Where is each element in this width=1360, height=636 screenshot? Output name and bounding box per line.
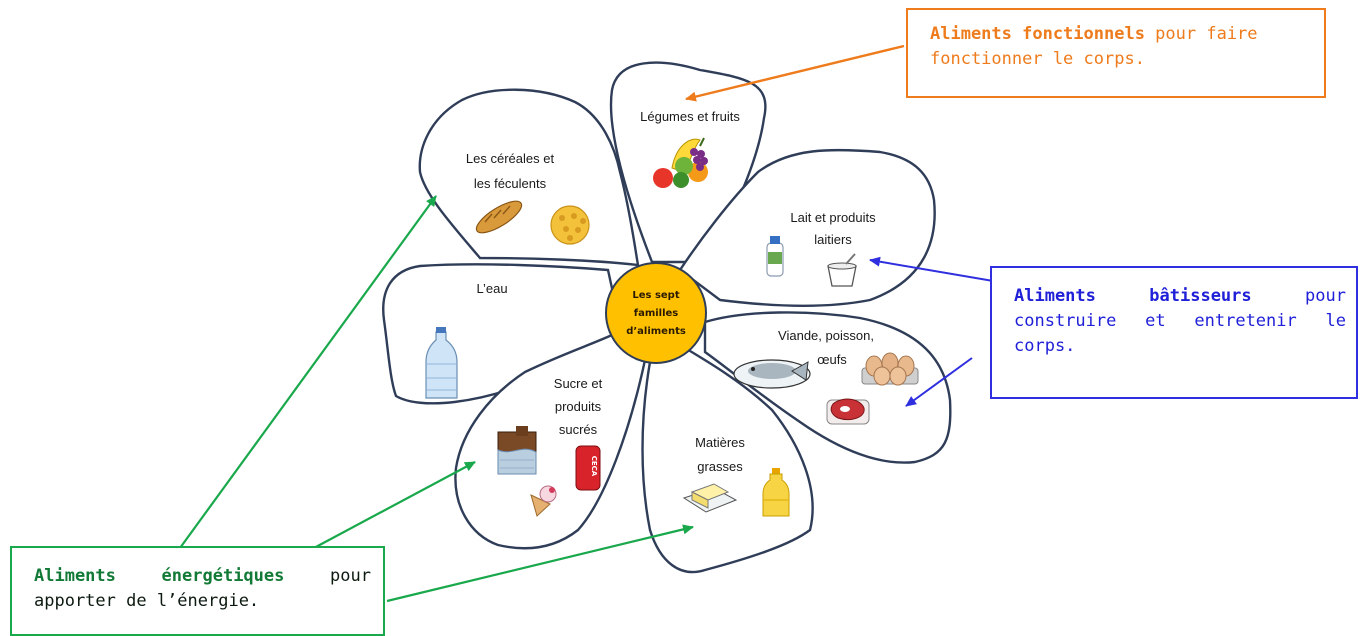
soda-can-label: CECA	[590, 456, 598, 477]
fruit-basket-icon	[653, 137, 708, 188]
label-lait-line-1: Lait et produits	[790, 210, 876, 225]
label-viande-line-2: œufs	[817, 352, 847, 367]
yogurt-icon	[827, 253, 857, 287]
label-sucre-line-3: sucrés	[559, 422, 598, 437]
fish-icon	[733, 359, 811, 389]
label-cereales-line-2: les féculents	[474, 176, 547, 191]
pasta-icon	[550, 205, 590, 245]
chocolate-icon	[497, 426, 537, 475]
callout-aliments-batisseurs: Aliments bâtisseurs pour construire et e…	[990, 266, 1358, 399]
arrow-energetiques-sucre	[313, 461, 476, 549]
petal-viande-poisson-oeufs	[703, 311, 952, 464]
callout-aliments-fonctionnels: Aliments fonctionnels pour faire fonctio…	[906, 8, 1326, 98]
ice-cream-icon	[530, 485, 557, 517]
label-legumes-fruits: Légumes et fruits	[640, 109, 740, 124]
steak-icon	[826, 398, 870, 425]
center-circle: Les sept familles d’aliments	[605, 262, 707, 364]
eggs-icon	[861, 352, 919, 386]
callout-fonctionnels-text: pour faire fonctionner le corps.	[930, 24, 1258, 69]
center-title-line-3: d’aliments	[626, 326, 686, 337]
label-matieres-line-2: grasses	[697, 459, 743, 474]
arrow-batisseurs-lait	[869, 256, 1006, 284]
callout-fonctionnels-title: Aliments fonctionnels	[930, 24, 1145, 44]
label-lait-line-2: laitiers	[814, 232, 852, 247]
arrow-energetiques-cereales	[179, 195, 437, 549]
label-sucre-line-2: produits	[555, 399, 602, 414]
callout-batisseurs-text: pour construire et entretenir le corps.	[1014, 286, 1346, 356]
callout-energetiques-text: pour apporter de l’énergie.	[34, 566, 371, 611]
center-title-line-2: familles	[634, 308, 679, 319]
label-cereales-line-1: Les céréales et	[466, 151, 555, 166]
bread-icon	[475, 200, 523, 234]
label-matieres-line-1: Matières	[695, 435, 745, 450]
arrow-batisseurs-viande	[905, 357, 973, 407]
callout-aliments-energetiques: Aliments énergétiques pour apporter de l…	[10, 546, 385, 636]
callout-energetiques-title: Aliments énergétiques	[34, 566, 285, 586]
soda-can-icon: CECA	[575, 445, 601, 491]
butter-icon	[682, 483, 738, 513]
oil-bottle-icon	[762, 468, 790, 517]
petal-lait-produits-laitiers	[678, 148, 936, 307]
arrow-fonctionnels-legumes	[685, 44, 905, 102]
label-sucre-line-1: Sucre et	[554, 376, 603, 391]
center-title-line-1: Les sept	[632, 290, 679, 301]
label-viande-line-1: Viande, poisson,	[778, 328, 874, 343]
arrow-energetiques-matieres	[386, 524, 694, 603]
label-eau: L’eau	[476, 281, 507, 296]
petal-sucre-produits-sucres	[454, 333, 647, 550]
water-bottle-icon	[425, 327, 458, 399]
callout-batisseurs-title: Aliments bâtisseurs	[1014, 286, 1252, 306]
milk-bottle-icon	[766, 236, 784, 277]
